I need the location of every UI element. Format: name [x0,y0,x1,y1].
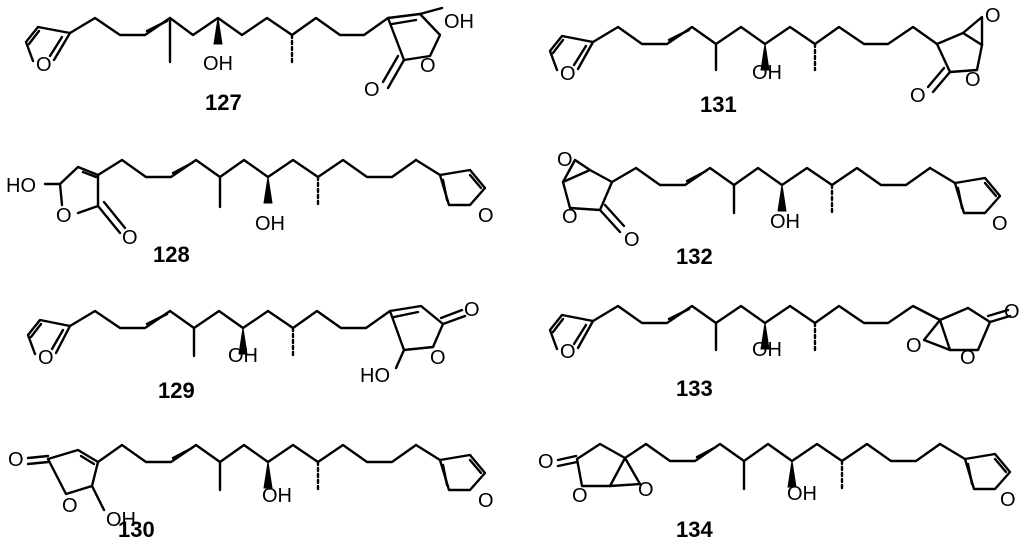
atom-OH: OH [255,213,285,235]
compound-128: HO O O OH O 128 [6,158,494,267]
compound-130: O O OH OH O 130 [8,443,494,542]
atom-OH: OH [262,485,292,507]
atom-O: O [38,347,54,369]
compound-label: 128 [153,242,190,267]
atom-O-carbonyl: O [364,79,380,101]
wedge-bond [263,176,273,204]
atom-O-carbonyl: O [1004,301,1020,323]
butenolide-ring: O O OH [364,6,474,101]
atom-O: O [478,490,494,512]
wedge-bond [777,184,787,212]
epoxy-lactone: O O O [910,5,1001,107]
atom-OH: OH [787,483,817,505]
furan-ring: O [26,318,72,369]
epoxy-lactone: O O O [557,149,640,251]
furan-ring: O [548,34,595,85]
compound-134: O O O OH O 134 [538,442,1016,542]
atom-O-epoxide: O [638,479,654,501]
atom-OH: OH [228,345,258,367]
atom-O: O [560,63,576,85]
atom-O-ring: O [56,205,72,227]
butenolide-ring: O O OH [8,448,136,531]
wedge-bond [263,461,273,489]
atom-O-carbonyl: O [122,227,138,249]
atom-O-carbonyl: O [910,85,926,107]
atom-O-epoxide: O [906,335,922,357]
epoxy-lactone: O O O [906,301,1020,369]
compound-label: 133 [676,376,713,401]
atom-O: O [1000,489,1016,511]
compound-127: O OH O O OH 127 [24,6,474,115]
atom-O-ring: O [562,206,578,228]
wedge-bond [787,460,797,488]
compound-label: 132 [676,244,713,269]
compound-label: 131 [700,92,737,117]
compound-label: 134 [676,517,713,542]
atom-OH: OH [106,509,136,531]
atom-O-ring: O [430,347,446,369]
epoxy-lactone: O O O [538,442,654,507]
atom-O-carbonyl: O [624,229,640,251]
atom-O-carbonyl: O [8,449,24,471]
compound-131: O OH O O O 131 [548,5,1001,117]
furan-ring: O [414,443,494,512]
atom-O-ring: O [572,485,588,507]
furan-ring: O [414,158,494,227]
compound-label: 129 [158,378,195,403]
wedge-bond [213,17,223,45]
butenolide-ring: HO O O [6,165,138,249]
atom-HO: HO [6,175,36,197]
wedge-bond [760,322,770,350]
atom-O-ring: O [960,347,976,369]
wedge-bond [760,43,770,71]
atom-O: O [992,213,1008,235]
compound-129: O OH O O HO 129 [26,299,480,403]
atom-O: O [478,205,494,227]
compound-133: O OH O O O 133 [548,301,1020,401]
atom-HO: HO [360,365,390,387]
furan-ring: O [928,166,1008,235]
atom-O-ring: O [420,55,436,77]
compound-label: 130 [118,517,155,542]
furan-ring: O [548,313,595,363]
atom-OH: OH [752,62,782,84]
atom-O-epoxide: O [557,149,573,171]
wedge-bond [238,327,248,355]
compound-132: O O O OH O 132 [557,149,1008,269]
atom-O-carbonyl: O [538,451,554,473]
atom-O-carbonyl: O [464,299,480,321]
atom-OH: OH [203,53,233,75]
atom-O-epoxide: O [985,5,1001,27]
butenolide-ring: O O HO [360,299,480,387]
atom-O: O [560,341,576,363]
compound-label: 127 [205,90,242,115]
atom-OH: OH [752,339,782,361]
atom-O-ring: O [62,495,78,517]
atom-OH: OH [444,11,474,33]
atom-O: O [36,54,52,76]
furan-ring: O [938,442,1016,511]
furan-ring: O [24,25,72,76]
atom-OH: OH [770,211,800,233]
atom-O-ring: O [965,69,981,91]
